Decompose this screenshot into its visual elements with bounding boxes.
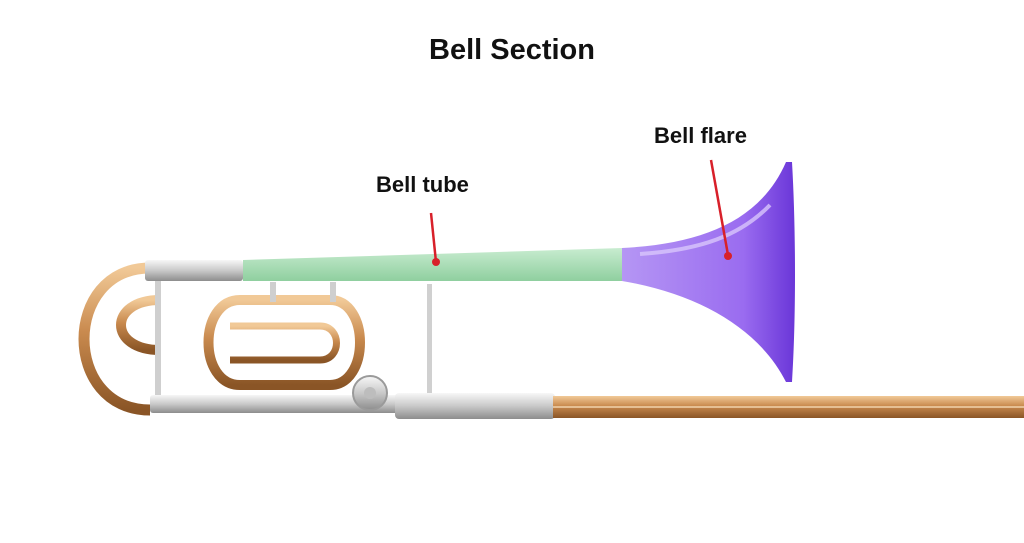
diagram-title: Bell Section bbox=[429, 34, 595, 66]
valve-loop-inner bbox=[230, 322, 340, 364]
tuning-slide-loop bbox=[78, 262, 151, 416]
valve-rotor-center bbox=[364, 387, 376, 399]
bell-flare-pointer bbox=[709, 159, 730, 256]
brace-small-2 bbox=[330, 282, 336, 302]
valve-loop bbox=[203, 295, 365, 390]
bell-flare-sheen bbox=[639, 203, 772, 256]
bell-flare-dot bbox=[724, 252, 732, 260]
bell-tube-dot bbox=[432, 258, 440, 266]
brace-vertical-1 bbox=[155, 280, 161, 400]
bell-flare bbox=[622, 162, 795, 382]
hand-slide-sleeve bbox=[395, 393, 555, 419]
bell-flare-label: Bell flare bbox=[654, 123, 747, 148]
bell-tube bbox=[243, 248, 622, 281]
lower-receiver bbox=[150, 395, 400, 413]
bell-ferrule bbox=[145, 260, 243, 281]
inner-crook bbox=[116, 295, 161, 355]
bell-tube-label: Bell tube bbox=[376, 172, 469, 197]
brace-vertical-2 bbox=[427, 284, 432, 396]
brace-small-1 bbox=[270, 282, 276, 302]
bell-tube-pointer bbox=[429, 212, 438, 263]
